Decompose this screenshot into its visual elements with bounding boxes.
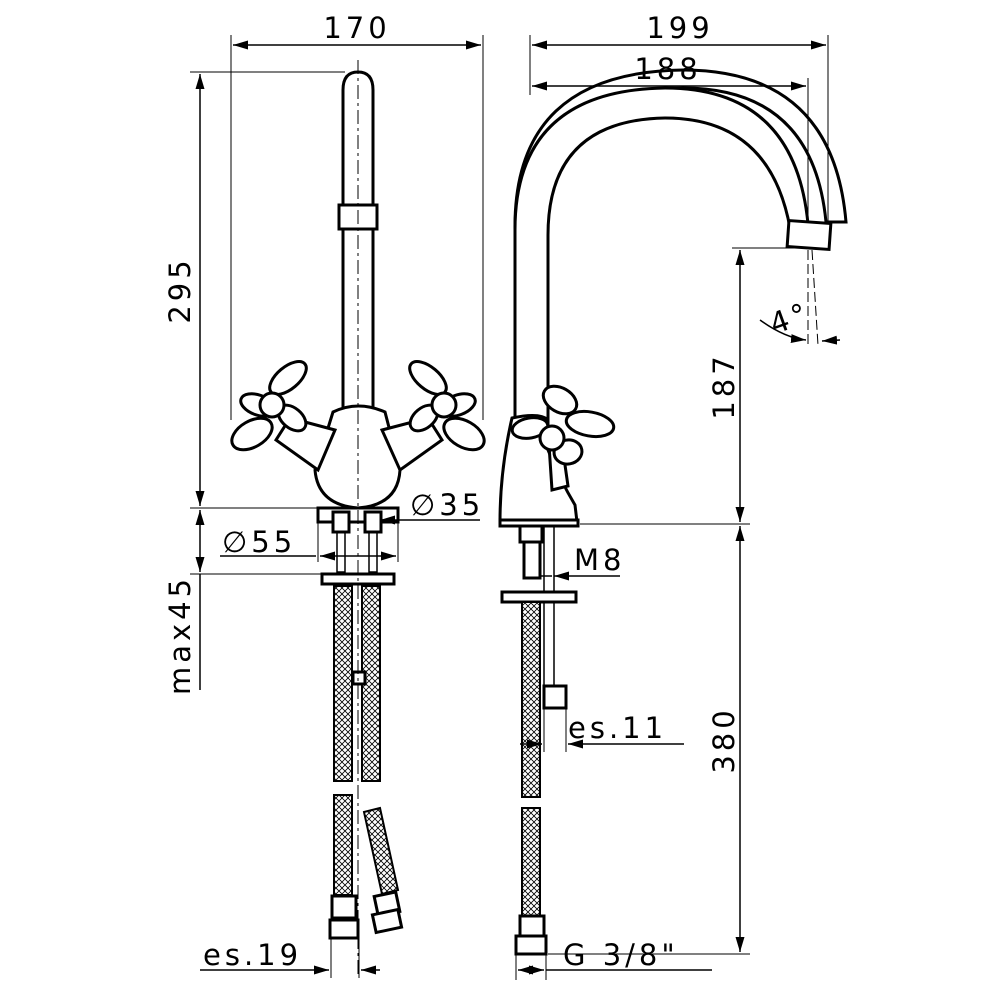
dim-front-width: 170	[323, 11, 390, 45]
front-left-handle	[230, 360, 308, 452]
front-hose-left	[333, 585, 353, 782]
front-view	[230, 60, 486, 975]
front-hose-right-lower	[362, 806, 400, 896]
dim-dia-55: ∅55	[222, 525, 296, 559]
dim-spout-height: 187	[707, 352, 741, 419]
dim-max-thickness: max45	[163, 575, 197, 695]
front-stud-right	[363, 510, 383, 534]
dim-stud-thread: M8	[574, 543, 625, 577]
side-fixing-plate	[500, 590, 578, 604]
side-dimensions: 199 188 187 4° M8 es.11 380 G 3/	[515, 11, 841, 980]
front-body	[313, 404, 402, 510]
dim-hose-thread: G 3/8"	[563, 938, 679, 972]
dim-hose-length: 380	[707, 706, 741, 773]
front-nut-left	[330, 894, 358, 920]
side-body	[498, 413, 579, 524]
side-spout-tip	[785, 218, 833, 252]
dim-nut-wrench: es.11	[568, 711, 667, 745]
dim-dia-35: ∅35	[410, 488, 484, 522]
front-stud-left	[331, 510, 351, 534]
front-right-handle	[408, 360, 486, 452]
dim-side-reach-inner: 188	[634, 52, 701, 86]
side-hose-upper	[521, 601, 541, 798]
front-dimensions: 170 295 ∅55 ∅35 max45 es.19	[163, 11, 484, 978]
dim-side-reach-outer: 199	[646, 11, 713, 45]
side-handle	[510, 384, 616, 466]
dim-front-height: 295	[163, 256, 197, 323]
dim-hose-wrench-front: es.19	[203, 938, 302, 972]
front-hose-left-lower	[333, 794, 353, 896]
side-hose-nut	[518, 914, 546, 938]
side-stud-nut	[542, 684, 568, 710]
side-view	[498, 68, 848, 956]
side-hose-lower	[521, 807, 541, 917]
